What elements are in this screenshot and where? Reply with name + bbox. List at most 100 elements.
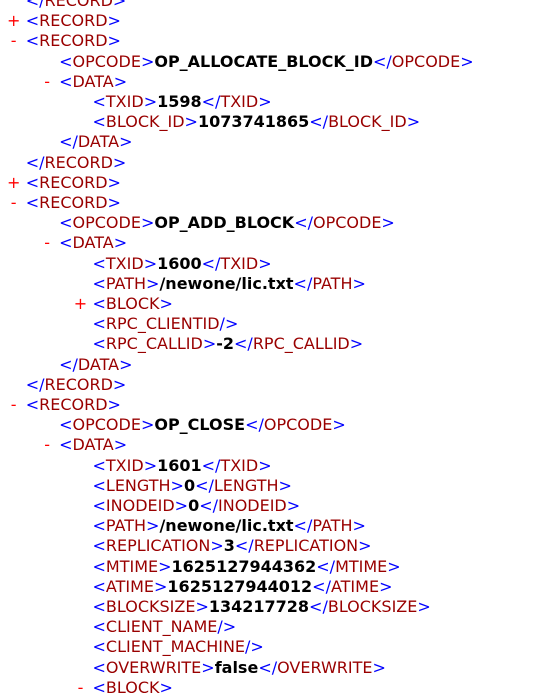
tag-bracket: < xyxy=(92,657,106,677)
collapse-toggle[interactable]: - xyxy=(10,31,17,51)
tag-name: RECORD xyxy=(44,0,113,10)
tag-bracket: > xyxy=(174,496,189,515)
xml-line: <LENGTH>0</LENGTH> xyxy=(93,476,292,496)
tag-name: BLOCK xyxy=(105,677,160,695)
xml-line: +<RECORD> xyxy=(7,11,121,31)
tag-bracket: </ xyxy=(234,334,253,354)
tag-name: TXID xyxy=(220,253,259,273)
tag-bracket: < xyxy=(92,576,106,596)
xml-line: </RECORD> xyxy=(26,0,127,11)
tag-name: RECORD xyxy=(39,11,108,31)
element-value: 1073741865 xyxy=(197,112,310,132)
xml-line: <BLOCKSIZE>134217728</BLOCKSIZE> xyxy=(93,597,431,617)
tag-bracket: < xyxy=(59,213,73,233)
xml-line: <CLIENT_MACHINE/> xyxy=(93,637,264,657)
tag-bracket: > xyxy=(170,475,184,495)
collapse-toggle[interactable]: - xyxy=(10,395,17,414)
tag-name: OPCODE xyxy=(72,415,141,435)
tag-bracket: > xyxy=(379,576,393,596)
tag-bracket: </ xyxy=(245,415,264,435)
xml-line: -<DATA> xyxy=(44,233,128,253)
tag-bracket: < xyxy=(25,11,40,31)
collapse-toggle[interactable]: - xyxy=(10,193,17,212)
tag-bracket: > xyxy=(107,31,121,51)
expand-toggle[interactable]: + xyxy=(6,172,21,192)
xml-line: <OPCODE>OP_ALLOCATE_BLOCK_ID</OPCODE> xyxy=(59,52,474,72)
expand-toggle[interactable]: + xyxy=(73,294,88,313)
xml-line: <REPLICATION>3</REPLICATION> xyxy=(93,536,372,556)
tag-bracket: < xyxy=(25,172,40,192)
xml-line: </RECORD> xyxy=(26,153,127,173)
tag-bracket: > xyxy=(278,475,292,495)
collapse-toggle[interactable]: - xyxy=(77,677,84,695)
tag-bracket: </ xyxy=(293,516,313,536)
tag-bracket: > xyxy=(143,455,158,475)
xml-line: <RPC_CALLID>-2</RPC_CALLID> xyxy=(93,334,364,354)
tag-bracket: > xyxy=(143,253,158,273)
xml-line: <TXID>1600</TXID> xyxy=(93,254,272,274)
tag-bracket: > xyxy=(140,213,155,233)
xml-line: <OPCODE>OP_ADD_BLOCK</OPCODE> xyxy=(59,213,395,233)
tag-bracket: /> xyxy=(219,314,239,334)
expand-toggle[interactable]: + xyxy=(6,11,21,31)
xml-line: +<RECORD> xyxy=(7,172,121,193)
tag-bracket: > xyxy=(107,395,121,414)
tag-bracket: </ xyxy=(312,576,331,596)
tag-bracket: < xyxy=(59,233,73,253)
tag-bracket: < xyxy=(92,556,106,576)
tag-bracket: < xyxy=(92,536,106,556)
tag-bracket: < xyxy=(92,314,106,334)
tag-bracket: > xyxy=(210,536,224,556)
element-value: OP_ALLOCATE_BLOCK_ID xyxy=(154,51,373,71)
element-value: 1625127944362 xyxy=(171,556,317,576)
tag-bracket: > xyxy=(417,597,431,616)
tag-bracket: < xyxy=(59,435,73,455)
tag-name: REPLICATION xyxy=(253,536,359,556)
tag-bracket: > xyxy=(146,516,160,536)
tag-name: MTIME xyxy=(105,556,159,576)
element-value: OP_ADD_BLOCK xyxy=(154,213,295,233)
tag-bracket: > xyxy=(258,455,272,475)
tag-name: DATA xyxy=(77,132,120,152)
tag-bracket: > xyxy=(113,233,128,253)
tag-name: BLOCK xyxy=(105,294,160,313)
tag-name: PATH xyxy=(105,516,147,536)
tag-name: PATH xyxy=(105,273,147,293)
tag-bracket: </ xyxy=(293,273,313,293)
tag-bracket: > xyxy=(258,92,272,111)
tag-bracket: > xyxy=(107,193,121,212)
collapse-toggle[interactable]: - xyxy=(44,233,50,253)
tag-name: LENGTH xyxy=(105,475,171,495)
tag-bracket: </ xyxy=(59,132,78,152)
tag-bracket: </ xyxy=(195,475,214,495)
xml-line: <MTIME>1625127944362</MTIME> xyxy=(93,557,401,577)
tag-name: RECORD xyxy=(39,193,108,212)
tag-name: DATA xyxy=(77,354,120,374)
tag-bracket: > xyxy=(387,556,401,576)
element-value: 1600 xyxy=(157,253,202,273)
tag-bracket: </ xyxy=(201,455,221,475)
tag-bracket: </ xyxy=(309,597,328,616)
tag-bracket: < xyxy=(59,51,73,71)
tag-bracket: > xyxy=(195,597,209,616)
tag-bracket: </ xyxy=(25,0,45,10)
tag-bracket: < xyxy=(92,92,106,111)
tag-bracket: > xyxy=(107,11,121,31)
tag-bracket: > xyxy=(202,334,217,354)
xml-line: -<RECORD> xyxy=(11,395,121,415)
tag-bracket: </ xyxy=(373,51,392,71)
tag-bracket: < xyxy=(92,334,106,354)
tag-bracket: < xyxy=(92,294,106,313)
tag-bracket: /> xyxy=(245,637,264,657)
collapse-toggle[interactable]: - xyxy=(44,71,50,91)
xml-line: -<RECORD> xyxy=(11,31,121,51)
xml-line: <TXID>1601</TXID> xyxy=(93,456,272,476)
tag-name: TXID xyxy=(220,455,259,475)
tag-bracket: < xyxy=(92,273,106,293)
collapse-toggle[interactable]: - xyxy=(44,435,50,455)
tag-bracket: < xyxy=(25,395,40,414)
tag-bracket: < xyxy=(92,637,106,657)
tag-bracket: < xyxy=(92,597,106,616)
xml-line: <CLIENT_NAME/> xyxy=(93,617,237,637)
tag-bracket: < xyxy=(92,516,106,536)
